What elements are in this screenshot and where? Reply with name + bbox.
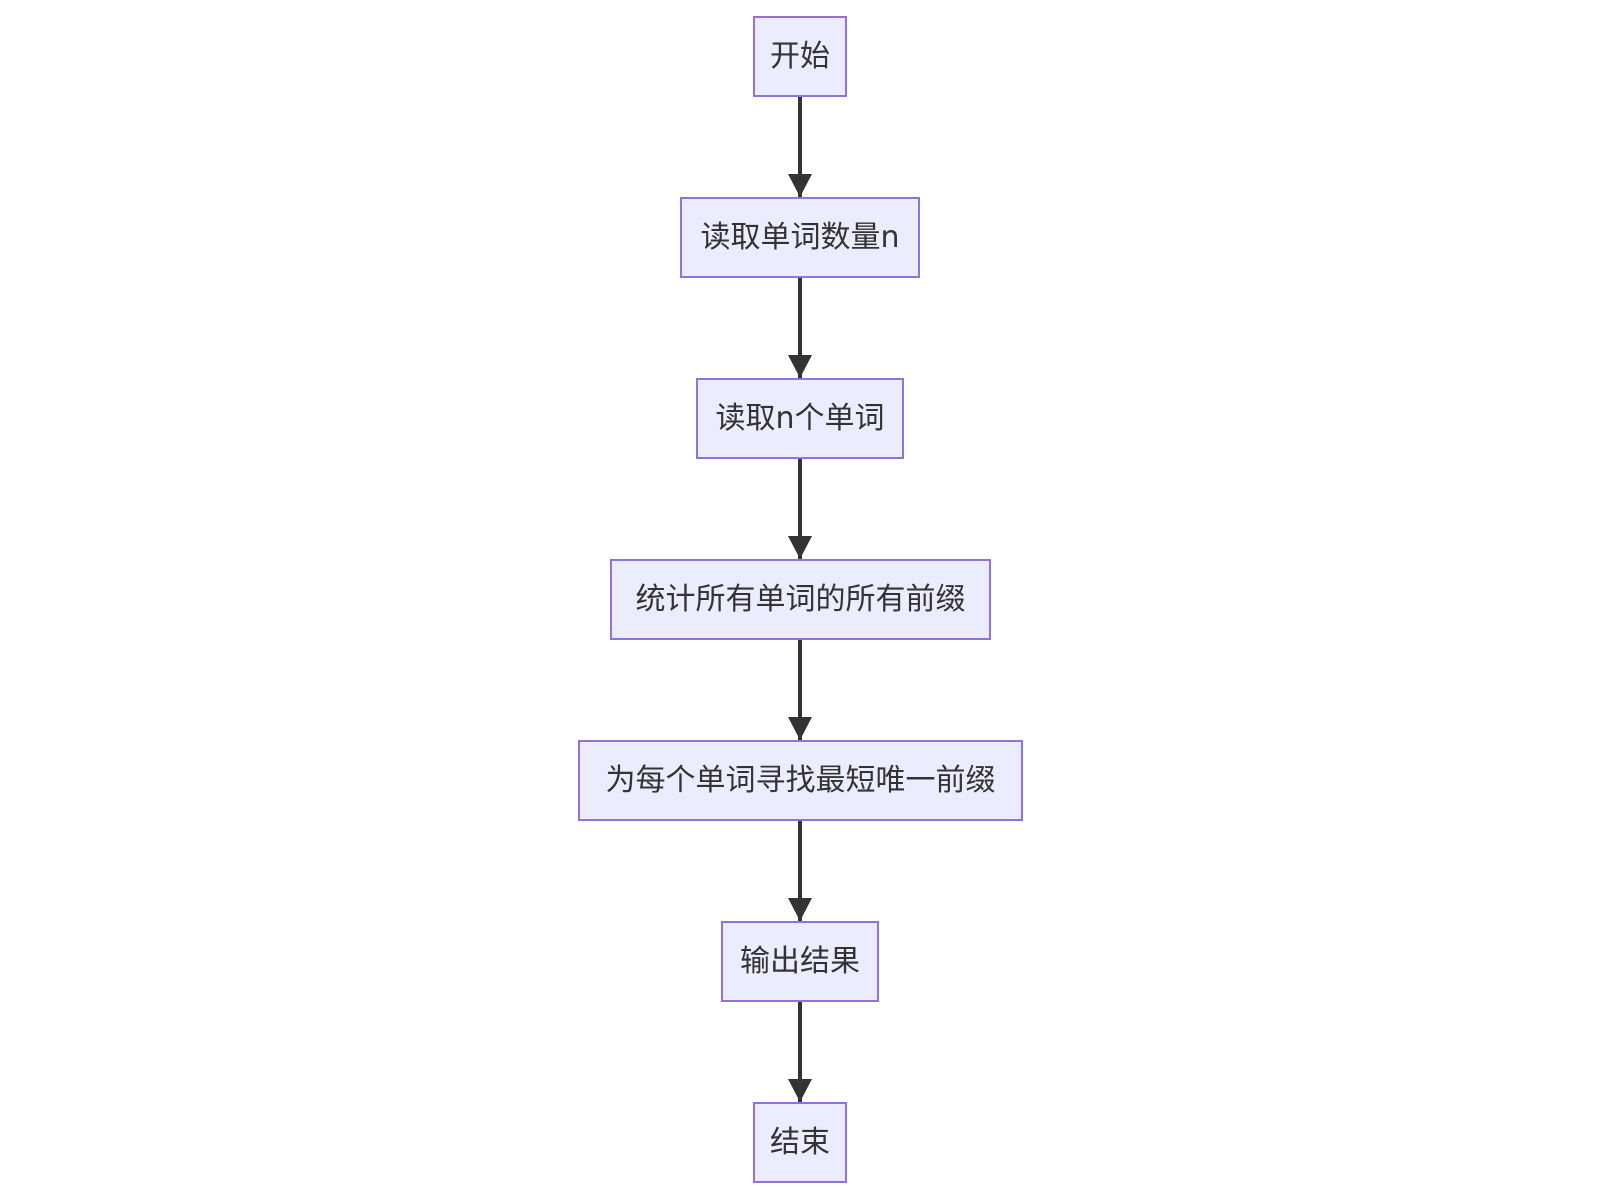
node-read-word-count-label: 读取单词数量n [700,219,900,255]
node-count-prefixes-label: 统计所有单词的所有前缀 [635,581,966,617]
node-output-result-label: 输出结果 [740,943,860,979]
node-start[interactable]: 开始 [753,16,847,97]
node-find-shortest-prefix[interactable]: 为每个单词寻找最短唯一前缀 [578,740,1023,821]
node-count-prefixes[interactable]: 统计所有单词的所有前缀 [610,559,991,640]
arrowhead-count-prefixes [788,536,812,559]
arrowhead-read-words [788,355,812,378]
node-find-shortest-prefix-label: 为每个单词寻找最短唯一前缀 [605,762,996,798]
arrowhead-output [788,898,812,921]
arrowhead-end [788,1079,812,1102]
node-end-label: 结束 [770,1124,830,1160]
node-read-word-count[interactable]: 读取单词数量n [680,197,920,278]
node-start-label: 开始 [770,38,830,74]
arrowhead-read-n [788,174,812,197]
node-read-words[interactable]: 读取n个单词 [696,378,904,459]
node-end[interactable]: 结束 [753,1102,847,1183]
arrowhead-find-prefix [788,717,812,740]
node-read-words-label: 读取n个单词 [715,400,885,436]
node-output-result[interactable]: 输出结果 [721,921,879,1002]
